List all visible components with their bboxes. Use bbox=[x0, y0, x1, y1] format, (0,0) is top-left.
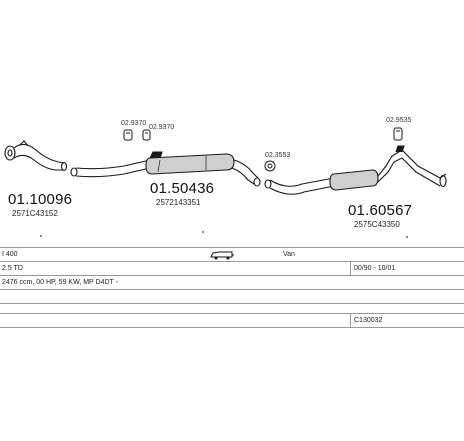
rear-silencer-part[interactable] bbox=[264, 145, 447, 195]
part-3-oem: 2575C43350 bbox=[354, 220, 400, 229]
fitting-f3-label: 02.3553 bbox=[265, 152, 291, 159]
body-type-cell: Van bbox=[283, 251, 295, 258]
col-divider bbox=[350, 313, 351, 327]
table-row-empty-2 bbox=[0, 303, 464, 318]
fitting-f1-label: 02.9370 bbox=[121, 120, 147, 127]
fitting-f2-label: 02.9370 bbox=[149, 124, 175, 131]
dot-mark bbox=[202, 231, 204, 233]
table-row-code: C130032 bbox=[0, 313, 464, 328]
table-row-engine: 2.5 TD 00/90 - 10/01 bbox=[0, 261, 464, 276]
exhaust-diagram: 02.9370 02.9370 02.3553 02.9535 01.10096… bbox=[4, 117, 447, 238]
part-2-oem: 2572143351 bbox=[156, 198, 201, 207]
engine-cell: 2.5 TD bbox=[2, 265, 23, 272]
part-3-number[interactable]: 01.60567 bbox=[348, 202, 413, 219]
part-1-number[interactable]: 01.10096 bbox=[8, 191, 73, 208]
fitting-f4-label: 02.9535 bbox=[386, 117, 412, 124]
middle-silencer-part[interactable] bbox=[70, 151, 261, 187]
table-bottom-border bbox=[0, 327, 464, 328]
table-row-specs: 2476 ccm, 00 HP, 59 KW, MP D4DT - bbox=[0, 275, 464, 290]
dot-mark bbox=[40, 235, 42, 237]
van-icon-graphic bbox=[210, 251, 234, 260]
fitting-f4-shape[interactable] bbox=[393, 127, 403, 141]
dot-mark bbox=[406, 236, 408, 238]
model-cell: I 400 bbox=[2, 251, 18, 258]
van-body-icon bbox=[210, 250, 234, 262]
specs-cell: 2476 ccm, 00 HP, 59 KW, MP D4DT - bbox=[2, 279, 118, 286]
fitting-f2-shape[interactable] bbox=[142, 129, 151, 141]
part-1-oem: 2571C43152 bbox=[12, 209, 58, 218]
fitting-f3-shape[interactable] bbox=[264, 160, 276, 172]
fitting-f1-shape[interactable] bbox=[123, 129, 133, 141]
col-divider bbox=[350, 261, 351, 275]
table-row-model: I 400 Van bbox=[0, 247, 464, 262]
table-row-empty bbox=[0, 289, 464, 304]
part-2-number[interactable]: 01.50436 bbox=[150, 180, 215, 197]
period-cell: 00/90 - 10/01 bbox=[354, 265, 396, 272]
code-cell: C130032 bbox=[354, 317, 383, 324]
exhaust-drawing bbox=[4, 127, 447, 195]
front-pipe-part[interactable] bbox=[4, 140, 68, 172]
